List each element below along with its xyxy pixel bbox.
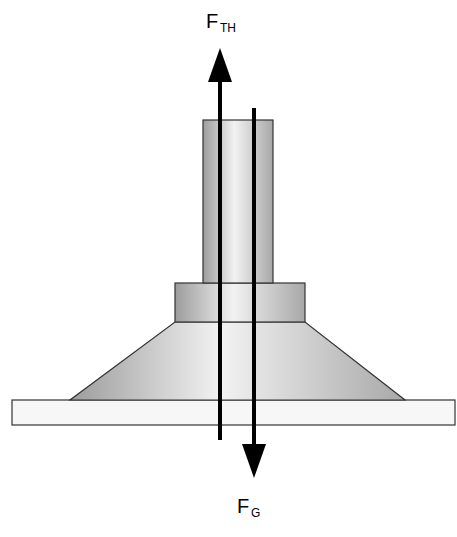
gravity-arrow-shaft [252,108,256,448]
force-symbol: F [206,11,218,31]
thrust-arrowhead [208,48,232,82]
force-symbol: F [237,496,249,516]
gravity-arrowhead [242,444,266,478]
column [203,120,273,283]
collar [175,283,305,322]
platform [12,400,455,425]
force-subscript: G [251,507,260,519]
thrust-arrow-shaft [218,78,222,440]
cone-base [70,322,405,400]
force-subscript: TH [220,22,236,34]
